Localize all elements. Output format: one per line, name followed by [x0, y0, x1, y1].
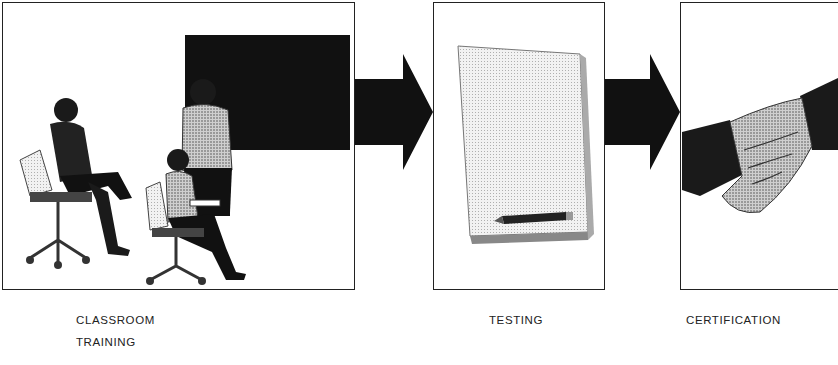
student-torso — [166, 171, 198, 222]
chair-base — [150, 237, 202, 280]
illustration-panel: CLASSROOM TRAINING — [2, 2, 355, 290]
panel-caption: CLASSROOM TRAINING — [76, 309, 168, 353]
finger-lines — [744, 132, 798, 184]
chair-wheel — [198, 277, 206, 285]
notepad-edge — [470, 232, 588, 244]
classroom-scene — [20, 35, 350, 285]
pencil-eraser — [566, 212, 573, 220]
chair-wheel — [26, 256, 34, 264]
pencil-tip — [494, 216, 504, 224]
block-arrow — [355, 54, 433, 170]
notepad-side — [580, 54, 594, 240]
clasped-hands — [722, 98, 812, 213]
test-paper-scene — [458, 46, 594, 244]
chair-wheel — [82, 256, 90, 264]
notepad — [458, 46, 588, 236]
student-leg — [88, 182, 130, 256]
student-torso — [50, 122, 92, 182]
panel-caption: TESTING — [489, 309, 599, 331]
student-head — [167, 149, 189, 171]
block-arrow — [605, 54, 680, 170]
illustration-panel: TESTING — [433, 2, 605, 290]
chair-back — [20, 150, 52, 196]
chair-wheel — [54, 261, 62, 269]
chair-base — [30, 202, 86, 262]
panel-caption: CERTIFICATION — [686, 309, 826, 331]
chair-wheel — [146, 277, 154, 285]
chair-seat — [30, 192, 92, 202]
handshake-scene — [682, 78, 838, 213]
student-legs — [168, 214, 246, 280]
pencil — [502, 212, 568, 224]
notepad-small — [190, 200, 220, 206]
teacher-shirt — [182, 104, 232, 174]
chair-back — [146, 182, 168, 230]
chair-seat — [152, 228, 204, 237]
teacher-head — [190, 79, 216, 105]
student-head — [54, 98, 78, 122]
illustration-panel: CERTIFICATION — [680, 2, 838, 290]
